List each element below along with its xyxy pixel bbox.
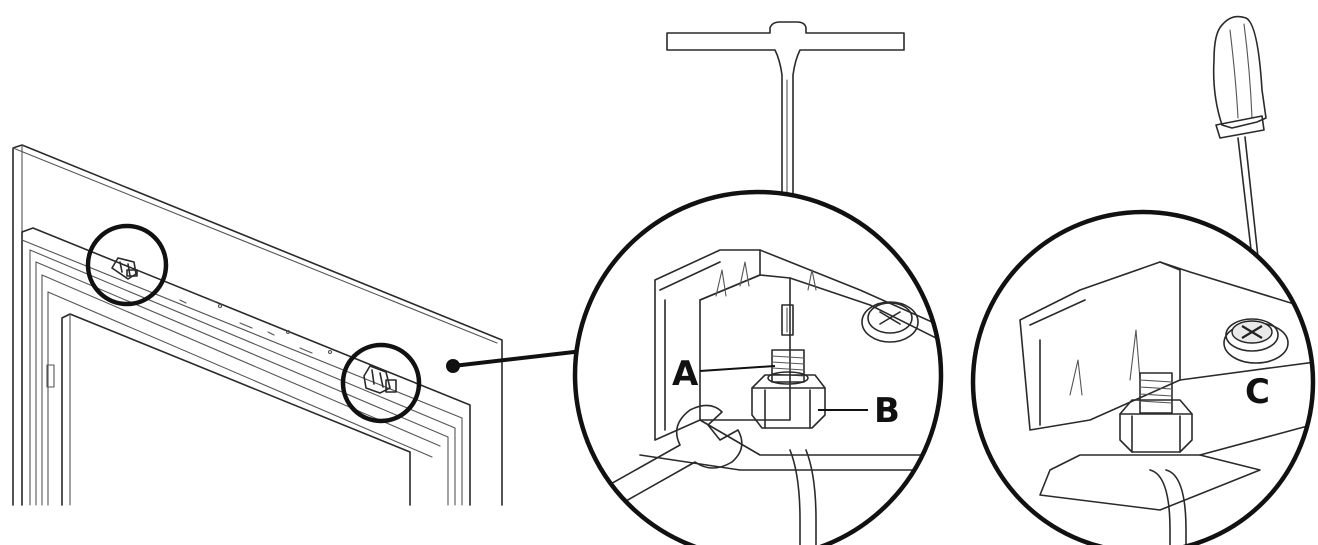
magnified-circle-outline xyxy=(572,189,944,545)
highlight-circle-right xyxy=(340,342,422,424)
magnified-circle-outline-right xyxy=(970,209,1316,545)
door-frame-overview xyxy=(12,144,503,506)
callout-a: A xyxy=(672,354,699,394)
magnified-view-screw xyxy=(970,209,1316,545)
magnified-view-adjustment xyxy=(572,189,944,545)
callout-b: B xyxy=(874,391,900,431)
highlight-circle-left xyxy=(85,223,169,307)
leader-line-a xyxy=(699,365,776,372)
callout-c: C xyxy=(1245,372,1270,412)
